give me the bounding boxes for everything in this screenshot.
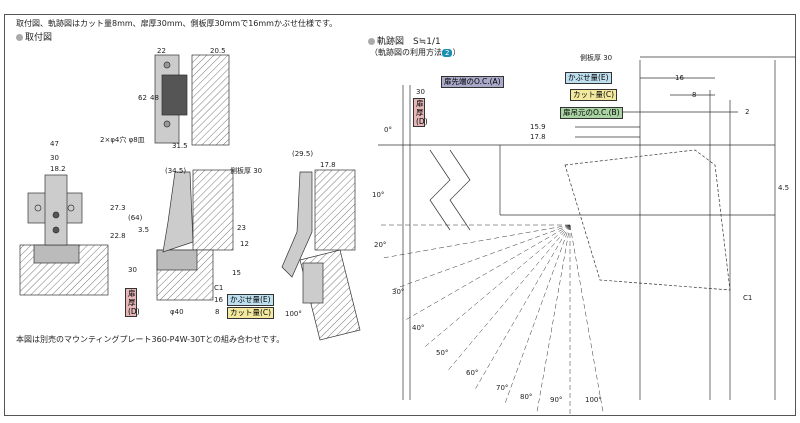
side-panel-1 [192, 169, 234, 251]
trajectory-ray [536, 224, 571, 413]
dim-side-thk: 側板厚 30 [230, 166, 262, 175]
angle-50: 50° [436, 349, 448, 357]
label-oc-a: 扉先端のO.C.(A) [441, 76, 504, 88]
label-cut: カット量(C) [570, 89, 618, 101]
dim-48: 48 [150, 94, 159, 102]
dim-30-door: 30 [128, 266, 137, 274]
dim-20-5: 20.5 [210, 47, 226, 55]
track-15-9: 15.9 [530, 123, 546, 131]
track-title-text: 軌跡図 S≒1/1 [377, 37, 441, 47]
label-door-thk-track: 扉厚(D) [413, 98, 428, 127]
angle-30: 30° [392, 288, 404, 296]
figure-frame [4, 14, 796, 416]
dim-100deg: 100° [285, 310, 302, 318]
dim-17-8: 17.8 [320, 161, 336, 169]
bullet-icon [368, 38, 375, 45]
angle-90: 90° [550, 396, 562, 404]
dim-22: 22 [157, 47, 166, 55]
dim-15: 15 [232, 269, 241, 277]
angle-10: 10° [372, 191, 384, 199]
trajectory-ray [424, 224, 571, 348]
track-c1: C1 [743, 294, 752, 302]
trajectory-ray [474, 224, 571, 390]
trajectory-ray [382, 224, 571, 259]
spec-note: 取付図、軌跡図はカット量8mm、扉厚30mm、側板厚30mmで16mmかぶせ仕様… [16, 19, 338, 28]
dim-30: 30 [50, 154, 59, 162]
track-4-5: 4.5 [778, 184, 789, 192]
track-30: 30 [416, 88, 425, 96]
track-8: 8 [692, 91, 696, 99]
track-usage-text: （軌跡図の利用方法 [370, 48, 442, 57]
bullet-icon [16, 34, 23, 41]
trajectory-ray [569, 224, 604, 413]
dim-texts: 22 20.5 62 48 2×φ4穴 φ8皿 31.5 47 30 18.2 … [50, 47, 789, 404]
dim-23: 23 [237, 224, 246, 232]
track-side-thk: 側板厚 30 [580, 53, 612, 62]
trajectory-rays [380, 224, 604, 415]
dim-62: 62 [138, 94, 147, 102]
label-overlay: かぶせ量(E) [565, 72, 612, 84]
dim-holes: 2×φ4穴 φ8皿 [100, 135, 145, 144]
trajectory-ray [405, 224, 571, 321]
mount-title-text: 取付図 [25, 33, 53, 43]
track-2: 2 [745, 108, 749, 116]
mount-title: 取付図 [16, 30, 52, 43]
track-0deg: 0° [384, 126, 392, 134]
track-17-8: 17.8 [530, 133, 546, 141]
hinge-cup-top [161, 74, 188, 116]
dim-31-5: 31.5 [172, 142, 188, 150]
side-panel-top [191, 54, 230, 146]
dim-18-2: 18.2 [50, 165, 66, 173]
label-cut-mount: カット量(C) [227, 307, 275, 319]
track-usage-close: ） [452, 48, 461, 57]
footer-note: 本図は別売のマウンティングプレート360-P4W-30Tとの組み合わせです。 [16, 335, 285, 344]
usage-badge[interactable]: 2 [442, 49, 453, 57]
angle-70: 70° [496, 384, 508, 392]
dim-29-5: (29.5) [292, 150, 313, 158]
angle-40: 40° [412, 324, 424, 332]
dim-47: 47 [50, 140, 59, 148]
dim-8: 8 [215, 308, 219, 316]
dim-phi40: φ40 [170, 308, 184, 316]
angle-100: 100° [585, 396, 602, 404]
trajectory-ray [447, 224, 571, 371]
dim-27-3: 27.3 [110, 204, 126, 212]
dim-22-8: 22.8 [110, 232, 126, 240]
label-door-thk-mount: 扉厚(D) [125, 288, 140, 317]
dim-12: 12 [240, 240, 249, 248]
angle-60: 60° [466, 369, 478, 377]
label-oc-b: 扉吊元のO.C.(B) [560, 107, 623, 119]
dim-64: (64) [128, 214, 143, 222]
dim-34-5: (34.5) [165, 167, 186, 175]
angle-80: 80° [520, 393, 532, 401]
side-panel-2 [314, 169, 356, 251]
trajectory-ray [391, 224, 571, 291]
dim-3-5: 3.5 [138, 226, 149, 234]
track-16: 16 [675, 74, 684, 82]
hinge-arm-2 [281, 171, 313, 278]
hinge-arm-1 [162, 171, 194, 253]
dim-c1: C1 [214, 284, 223, 292]
track-title: 軌跡図 S≒1/1 [368, 34, 441, 47]
dim-16: 16 [214, 296, 223, 304]
angle-20: 20° [374, 241, 386, 249]
trajectory-ray [504, 224, 571, 404]
label-overlay-mount: かぶせ量(E) [227, 294, 274, 306]
